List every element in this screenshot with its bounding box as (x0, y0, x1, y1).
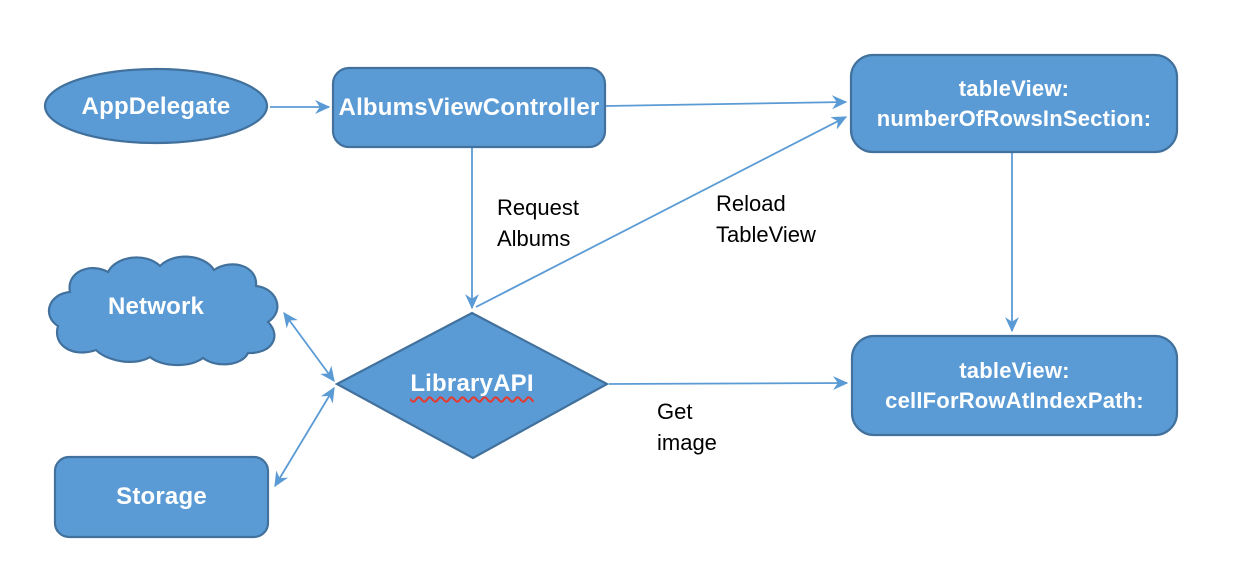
albums-view-controller-node (331, 66, 607, 149)
network-cloud-node (47, 255, 279, 367)
table-view-cell-for-row-node (850, 334, 1179, 437)
storage-node (53, 455, 270, 539)
connector-libraryapi-network-bidirectional (283, 311, 335, 383)
connector-libraryapi-storage-bidirectional (274, 386, 335, 488)
table-view-number-of-rows-node (849, 53, 1179, 154)
connector-libraryapi-to-numberofrows (475, 116, 848, 308)
app-delegate-node (43, 67, 269, 145)
library-api-node (334, 311, 610, 460)
connector-libraryapi-to-cellforrow (608, 376, 849, 391)
connector-albumsvc-to-numberofrows (604, 95, 848, 110)
